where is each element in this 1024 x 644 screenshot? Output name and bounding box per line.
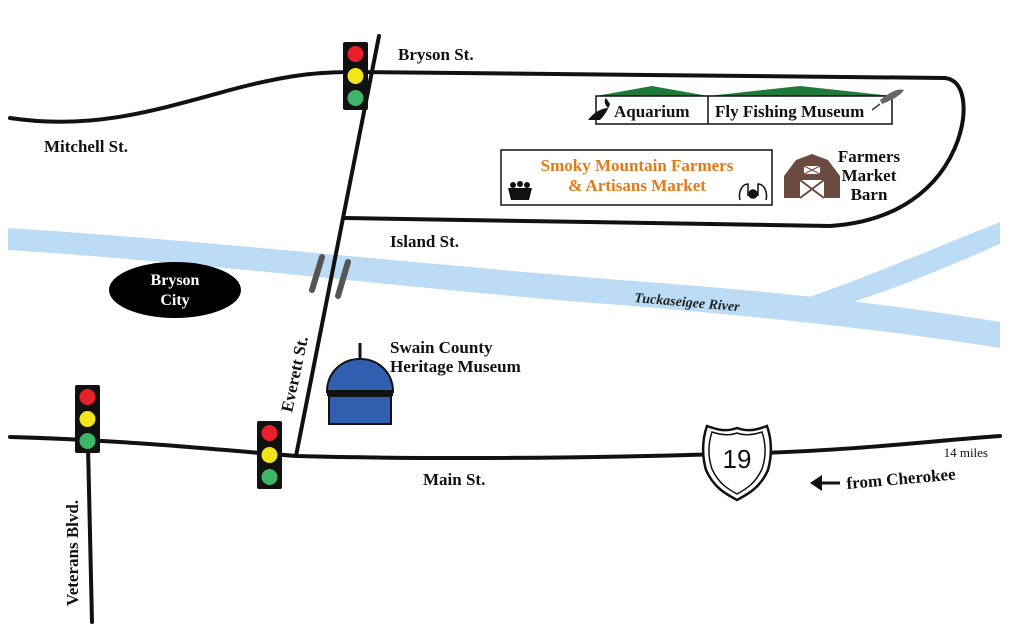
hands-icon xyxy=(738,183,768,201)
label-mitchell-st: Mitchell St. xyxy=(44,137,128,156)
traffic-light-bryson xyxy=(343,42,368,110)
label-aquarium: Aquarium xyxy=(614,102,690,121)
label-market-line2: & Artisans Market xyxy=(568,176,706,195)
town-oval xyxy=(109,262,241,318)
traffic-light-veterans xyxy=(75,385,100,453)
museum-dome-icon xyxy=(325,343,395,425)
river xyxy=(8,228,1000,348)
arrow-left-icon xyxy=(810,475,840,491)
label-fly-fishing-museum: Fly Fishing Museum xyxy=(715,102,864,121)
label-market-line1: Smoky Mountain Farmers xyxy=(541,156,734,175)
label-barn-line1: Farmers xyxy=(838,147,901,166)
label-island-st: Island St. xyxy=(390,232,459,251)
label-barn-line3: Barn xyxy=(851,185,888,204)
town-name-line2: City xyxy=(160,292,189,309)
bridge xyxy=(309,254,351,299)
label-from-cherokee: from Cherokee xyxy=(846,464,957,492)
aquarium-building xyxy=(595,86,893,125)
market-box xyxy=(500,149,773,206)
river-branch xyxy=(800,222,1000,314)
fly-lure-icon xyxy=(871,89,904,111)
fish-icon xyxy=(588,98,610,120)
roads xyxy=(8,34,1002,624)
label-bryson-st: Bryson St. xyxy=(398,45,474,64)
road-veterans xyxy=(86,444,94,624)
basket-icon xyxy=(508,181,532,200)
road-mitchell xyxy=(8,70,358,124)
barn-icon xyxy=(784,154,840,199)
road-main xyxy=(8,434,1002,461)
label-heritage-line1: Swain County xyxy=(390,338,493,357)
label-veterans-blvd: Veterans Blvd. xyxy=(63,500,82,606)
road-bryson xyxy=(343,70,966,229)
label-barn-line2: Market xyxy=(842,166,897,185)
town-name-line1: Bryson xyxy=(151,272,200,289)
label-distance: 14 miles xyxy=(944,445,988,460)
label-main-st: Main St. xyxy=(423,470,485,489)
traffic-light-everett xyxy=(257,421,282,489)
label-heritage-line2: Heritage Museum xyxy=(390,357,521,376)
route-number: 19 xyxy=(723,444,752,474)
route-shield-icon xyxy=(701,424,773,502)
